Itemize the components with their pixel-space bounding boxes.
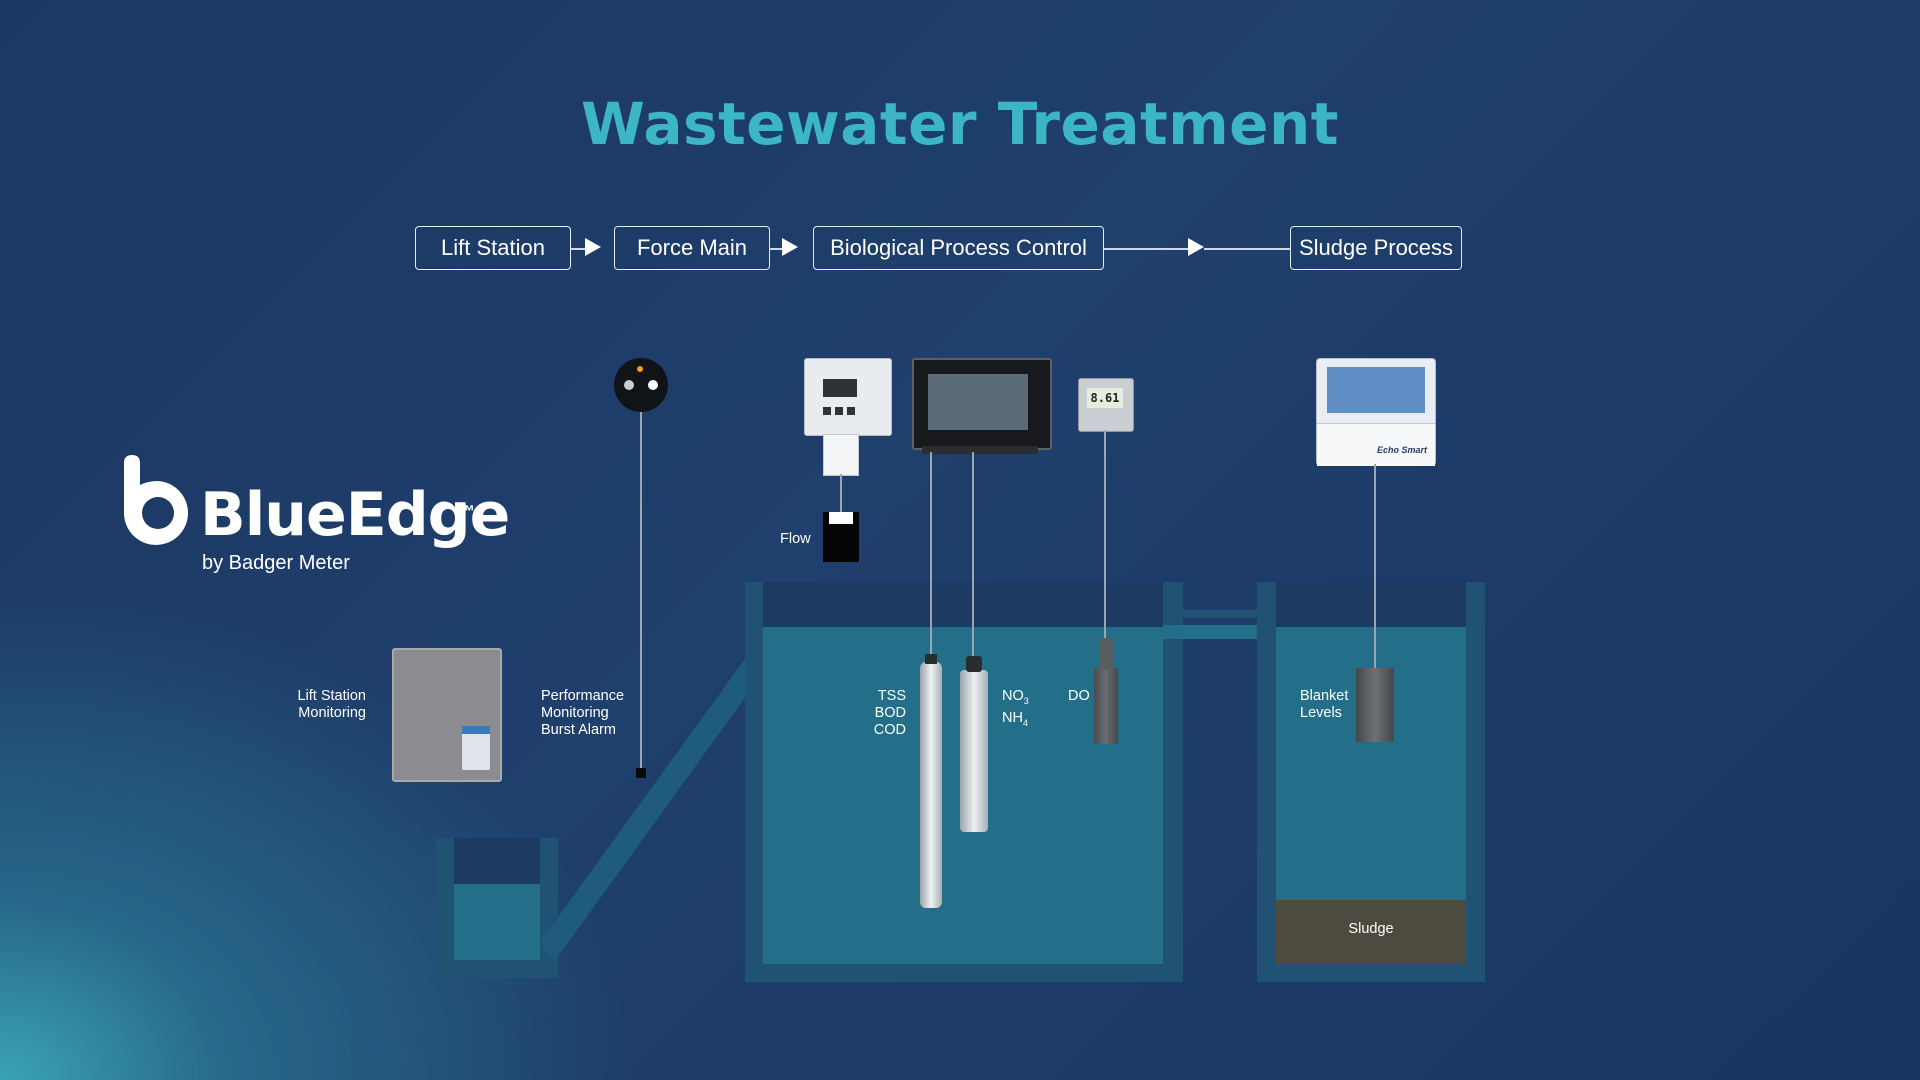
lift-station-water xyxy=(454,884,540,960)
force-main-pipe xyxy=(540,638,778,962)
blueedge-logo-icon xyxy=(124,455,188,545)
connector-line xyxy=(770,248,782,250)
page-title: Wastewater Treatment xyxy=(581,90,1339,158)
connector-line xyxy=(571,248,585,250)
terminal-screen xyxy=(928,374,1028,430)
label-lift-station-monitoring: Lift Station Monitoring xyxy=(297,688,366,721)
brand-name: BlueEdge xyxy=(200,480,510,550)
label-sludge: Sludge xyxy=(1348,921,1394,937)
nitrate-ammonium-probe xyxy=(960,670,988,832)
label-tss-bod-cod: TSS BOD COD xyxy=(873,688,906,738)
step-force-main: Force Main xyxy=(614,226,770,270)
connector-line xyxy=(1104,248,1190,250)
lift-station-monitoring-panel xyxy=(392,648,502,782)
do-sensor xyxy=(1094,668,1118,744)
label-no3-nh4: NO3 NH4 xyxy=(1002,688,1029,728)
label-performance-monitoring: Performance Monitoring Burst Alarm xyxy=(541,688,625,738)
sensor-cable xyxy=(640,412,642,770)
blanket-level-sensor xyxy=(1356,668,1394,742)
do-reading: 8.61 xyxy=(1087,388,1123,408)
controller-display xyxy=(1327,367,1425,413)
step-sludge-process: Sludge Process xyxy=(1290,226,1462,270)
pressure-sensor-tip xyxy=(636,768,646,778)
label-do: DO xyxy=(1068,688,1090,704)
brand-trademark: ™ xyxy=(458,502,475,521)
dissolved-oxygen-meter: 8.61 xyxy=(1078,378,1134,432)
arrow-right-icon xyxy=(585,238,601,256)
step-biological-process-control: Biological Process Control xyxy=(813,226,1104,270)
pressure-transmitter-icon xyxy=(614,358,668,412)
arrow-right-icon xyxy=(782,238,798,256)
brand-tagline: by Badger Meter xyxy=(202,552,350,574)
monitoring-terminal xyxy=(912,358,1052,450)
sludge-layer xyxy=(1276,900,1466,964)
tss-probe xyxy=(920,662,942,908)
step-lift-station: Lift Station xyxy=(415,226,571,270)
connector-line xyxy=(1204,248,1290,250)
sludge-blanket-controller: Echo Smart xyxy=(1316,358,1436,466)
flow-sensor xyxy=(823,512,859,562)
panel-device-tag xyxy=(462,726,490,770)
arrow-right-icon xyxy=(1188,238,1204,256)
controller-brand: Echo Smart xyxy=(1377,445,1428,455)
label-flow: Flow xyxy=(780,531,811,547)
flow-meter-controller xyxy=(804,358,892,436)
label-blanket-levels: Blanket Levels xyxy=(1300,688,1349,721)
